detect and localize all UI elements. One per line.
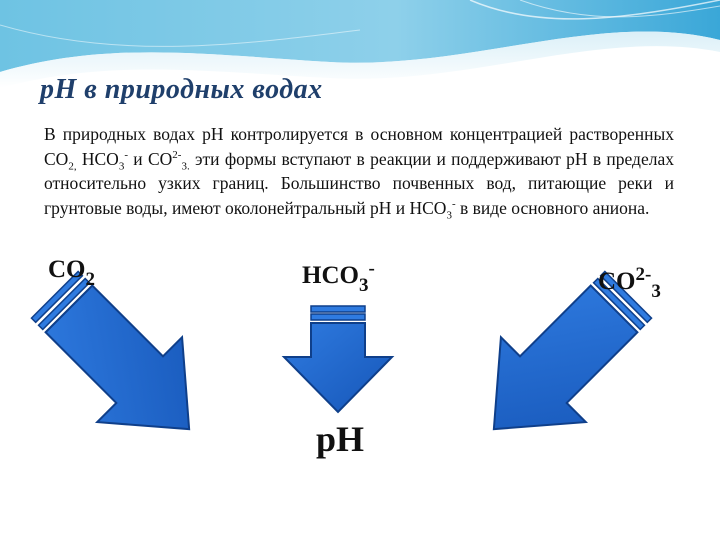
body-paragraph: В природных водах рН контролируется в ос…: [44, 124, 674, 221]
slide-title: рН в природных водах: [40, 74, 323, 105]
left-arrow: [30, 270, 191, 431]
header-wave-decoration: [0, 0, 720, 88]
right-arrow: [492, 270, 653, 431]
middle-arrow: [281, 305, 395, 414]
co2-label: CO2: [48, 256, 95, 290]
hco3-label: HCO3-: [302, 258, 375, 296]
co3-label: CO2-3: [598, 264, 661, 302]
ph-label: pH: [316, 419, 365, 459]
